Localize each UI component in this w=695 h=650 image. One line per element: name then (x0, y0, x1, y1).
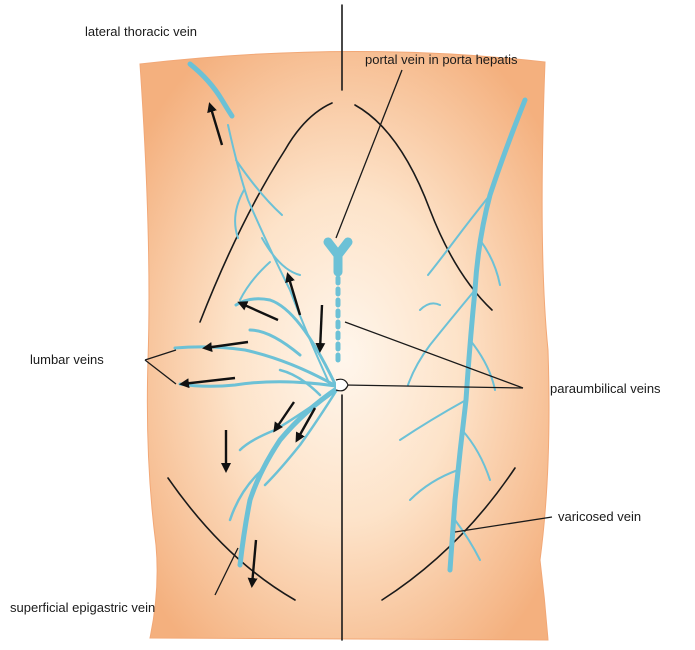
label-varicosed-vein: varicosed vein (558, 509, 641, 524)
label-lumbar-veins: lumbar veins (30, 352, 104, 367)
label-paraumbilical-veins: paraumbilical veins (550, 381, 661, 396)
label-portal-vein: portal vein in porta hepatis (365, 52, 518, 67)
umbilicus (336, 379, 348, 391)
label-lateral-thoracic-vein: lateral thoracic vein (85, 24, 197, 39)
label-superficial-epigastric-vein: superficial epigastric vein (10, 600, 155, 615)
